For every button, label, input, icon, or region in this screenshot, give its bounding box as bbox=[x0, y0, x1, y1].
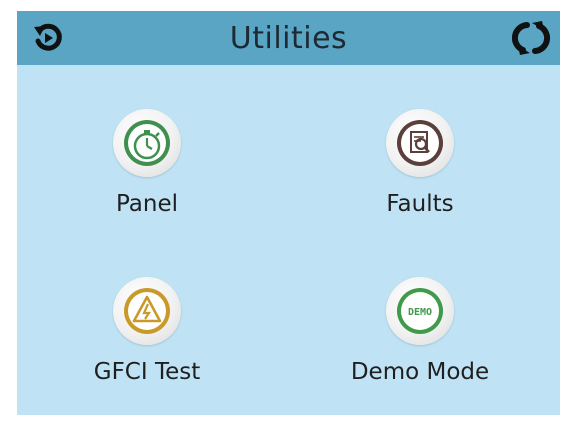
back-icon bbox=[34, 23, 62, 51]
faults-label: Faults bbox=[386, 191, 454, 217]
panel-icon-ring bbox=[113, 109, 181, 177]
utilities-screen: Utilities Panel bbox=[17, 11, 560, 415]
gfci-test-label: GFCI Test bbox=[93, 359, 201, 385]
panel-button[interactable]: Panel bbox=[57, 109, 237, 239]
fault-log-icon bbox=[397, 120, 443, 166]
refresh-icon bbox=[511, 21, 551, 55]
faults-button[interactable]: Faults bbox=[330, 109, 510, 239]
refresh-button[interactable] bbox=[504, 11, 558, 65]
demo-icon-text: DEMO bbox=[408, 307, 432, 318]
gfci-test-button[interactable]: GFCI Test bbox=[57, 277, 237, 407]
demo-mode-label: Demo Mode bbox=[350, 359, 490, 385]
panel-label: Panel bbox=[115, 191, 179, 217]
faults-icon-ring bbox=[386, 109, 454, 177]
warning-icon bbox=[124, 288, 170, 334]
header-bar: Utilities bbox=[17, 11, 560, 65]
demo-icon: DEMO bbox=[397, 288, 443, 334]
back-button[interactable] bbox=[21, 11, 75, 65]
demo-mode-button[interactable]: DEMO Demo Mode bbox=[330, 277, 510, 407]
stopwatch-icon bbox=[124, 120, 170, 166]
page-title: Utilities bbox=[229, 20, 348, 56]
gfci-icon-ring bbox=[113, 277, 181, 345]
demo-icon-ring: DEMO bbox=[386, 277, 454, 345]
